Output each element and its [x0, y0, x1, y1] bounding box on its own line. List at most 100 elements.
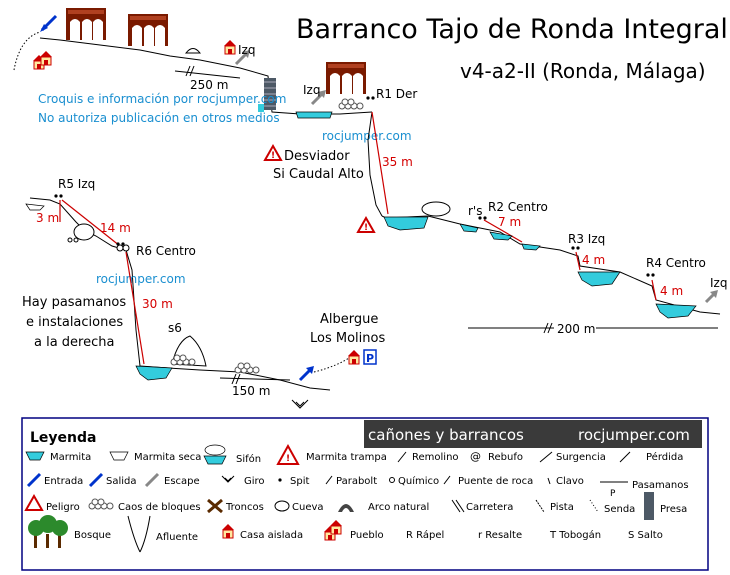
pool-r3 — [577, 271, 621, 287]
legend-sifon: Sifón — [203, 444, 261, 465]
anchor-r5-icon — [54, 194, 63, 198]
rope-r6 — [125, 251, 145, 365]
svg-text:Cueva: Cueva — [292, 502, 324, 513]
r6-caos-icon — [116, 244, 130, 252]
boulder-r5-icon — [73, 223, 95, 241]
svg-text:Sifón: Sifón — [236, 453, 261, 465]
r5-length-a: 3 m — [36, 211, 59, 225]
legend-entrada: Entrada — [26, 472, 83, 488]
svg-text:Caos de bloques: Caos de bloques — [118, 502, 201, 513]
village-icon-2 — [39, 50, 53, 66]
legend-puente-roca: Puente de roca — [443, 475, 533, 487]
escape-arrow-end-icon — [704, 290, 718, 304]
r2-length: 7 m — [498, 215, 521, 229]
pool-r6 — [135, 365, 173, 381]
legend-salto: S Salto — [628, 530, 663, 541]
r4-length: 4 m — [660, 284, 683, 298]
svg-text:@: @ — [470, 450, 481, 463]
svg-text:Marmita trampa: Marmita trampa — [306, 452, 387, 463]
legend-clavo: Clavo — [547, 476, 584, 487]
watermark-2: rocjumper.com — [96, 272, 186, 286]
dist-200-label: 200 m — [557, 322, 595, 336]
izq-label-end: Izq — [710, 276, 727, 290]
desviador-line-2: Si Caudal Alto — [273, 167, 364, 182]
access-path — [13, 31, 41, 71]
r3-label: R3 Izq — [568, 232, 605, 246]
svg-text:Peligro: Peligro — [46, 502, 80, 513]
legend-carretera: Carretera — [451, 499, 513, 513]
svg-text:Parabolt: Parabolt — [336, 476, 377, 487]
svg-text:Pérdida: Pérdida — [646, 451, 683, 463]
pasamanos-note-1: Hay pasamanos — [22, 295, 126, 310]
marmita-seca-icon — [184, 48, 202, 54]
svg-text:Presa: Presa — [660, 504, 687, 515]
quimico-icons — [67, 237, 79, 243]
svg-text:Troncos: Troncos — [225, 502, 264, 513]
legend-remolino: Remolino — [397, 451, 459, 463]
svg-text:Carretera: Carretera — [466, 502, 513, 513]
svg-text:Puente de roca: Puente de roca — [458, 476, 533, 487]
s6-label: s6 — [168, 321, 182, 335]
pasamanos-note-2: e instalaciones — [26, 315, 123, 330]
r2-label: R2 Centro — [488, 200, 548, 214]
svg-text:Pasamanos: Pasamanos — [632, 480, 689, 491]
pool-small-1 — [459, 223, 479, 233]
legend-giro: Giro — [221, 475, 265, 487]
pool-r2 — [489, 231, 513, 241]
legend-marmita-trampa: ! Marmita trampa — [276, 443, 387, 465]
legend-senda: Senda — [589, 499, 635, 515]
legend-resalte: r Resalte — [478, 530, 522, 541]
legend-perdida: Pérdida — [619, 451, 683, 463]
izq-label-top: Izq — [238, 43, 255, 57]
r6-length: 30 m — [142, 297, 173, 311]
legend-arco: Arco natural — [338, 502, 429, 513]
svg-text:Pueblo: Pueblo — [350, 530, 384, 541]
legend-escape: Escape — [144, 472, 200, 488]
dist-250-label: 250 m — [190, 78, 228, 92]
peligro-icon: ! — [263, 143, 283, 161]
svg-text:Casa aislada: Casa aislada — [240, 530, 303, 541]
legend-rapel: R Rápel — [406, 529, 444, 541]
svg-text:Marmita seca: Marmita seca — [134, 452, 201, 463]
albergue-line-1: Albergue — [320, 312, 378, 327]
legend-banner-site: rocjumper.com — [578, 426, 690, 444]
legend-peligro: Peligro — [24, 493, 80, 513]
svg-text:Afluente: Afluente — [156, 532, 198, 543]
legend-surgencia: Surgencia — [539, 451, 606, 463]
legend-parabolt: Parabolt — [325, 475, 377, 487]
anchor-r1-icon — [366, 96, 375, 100]
svg-text:Senda: Senda — [604, 504, 635, 515]
legend-cueva: Cueva — [274, 500, 324, 513]
legend-salida: Salida — [88, 472, 137, 488]
legend-pueblo: Pueblo — [323, 519, 384, 541]
albergue-line-2: Los Molinos — [310, 331, 385, 346]
giro-icon — [291, 399, 309, 409]
svg-text:Arco natural: Arco natural — [368, 502, 429, 513]
rope-r5b — [61, 199, 121, 247]
presa-icon — [258, 78, 276, 112]
bridge-icon-2 — [128, 14, 168, 46]
dist-150-line — [219, 377, 291, 381]
r5-label: R5 Izq — [58, 177, 95, 191]
credit-line-2: No autoriza publicación en otros medios — [38, 111, 280, 125]
rope-r3 — [575, 251, 581, 271]
wall-r1 — [367, 111, 383, 217]
svg-text:Rebufo: Rebufo — [488, 452, 523, 463]
peligro-icon-2: ! — [356, 215, 376, 233]
svg-text:Giro: Giro — [244, 476, 265, 487]
legend-marmita-seca: Marmita seca — [109, 451, 201, 463]
rope-r2 — [483, 219, 523, 243]
legend-troncos: Troncos — [207, 498, 264, 514]
legend-title: Leyenda — [30, 430, 96, 446]
r4-label: R4 Centro — [646, 256, 706, 270]
svg-text:Salida: Salida — [106, 476, 137, 487]
svg-text:Clavo: Clavo — [556, 476, 584, 487]
entrada-arrow-icon — [40, 14, 58, 32]
pasamanos-note-3: a la derecha — [34, 335, 114, 350]
exit-path — [313, 355, 353, 373]
svg-text:!: ! — [286, 454, 290, 464]
watermark-1: rocjumper.com — [322, 129, 412, 143]
svg-text:Bosque: Bosque — [74, 530, 111, 541]
pool-r4 — [655, 303, 697, 319]
